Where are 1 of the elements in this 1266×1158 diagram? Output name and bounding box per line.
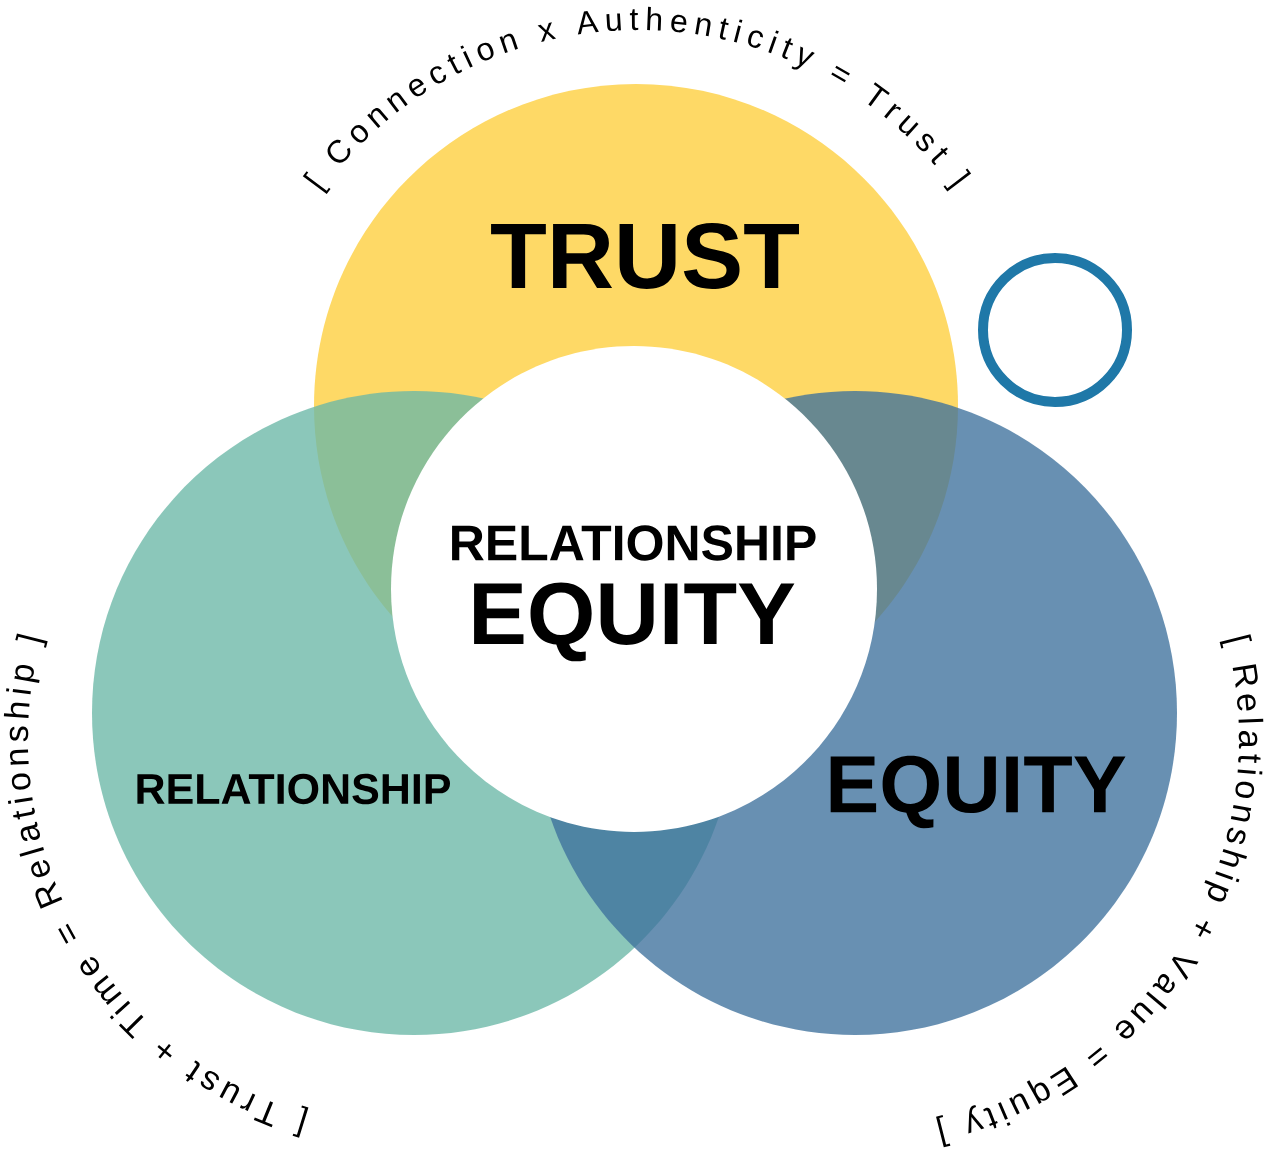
ring: [978, 253, 1132, 407]
